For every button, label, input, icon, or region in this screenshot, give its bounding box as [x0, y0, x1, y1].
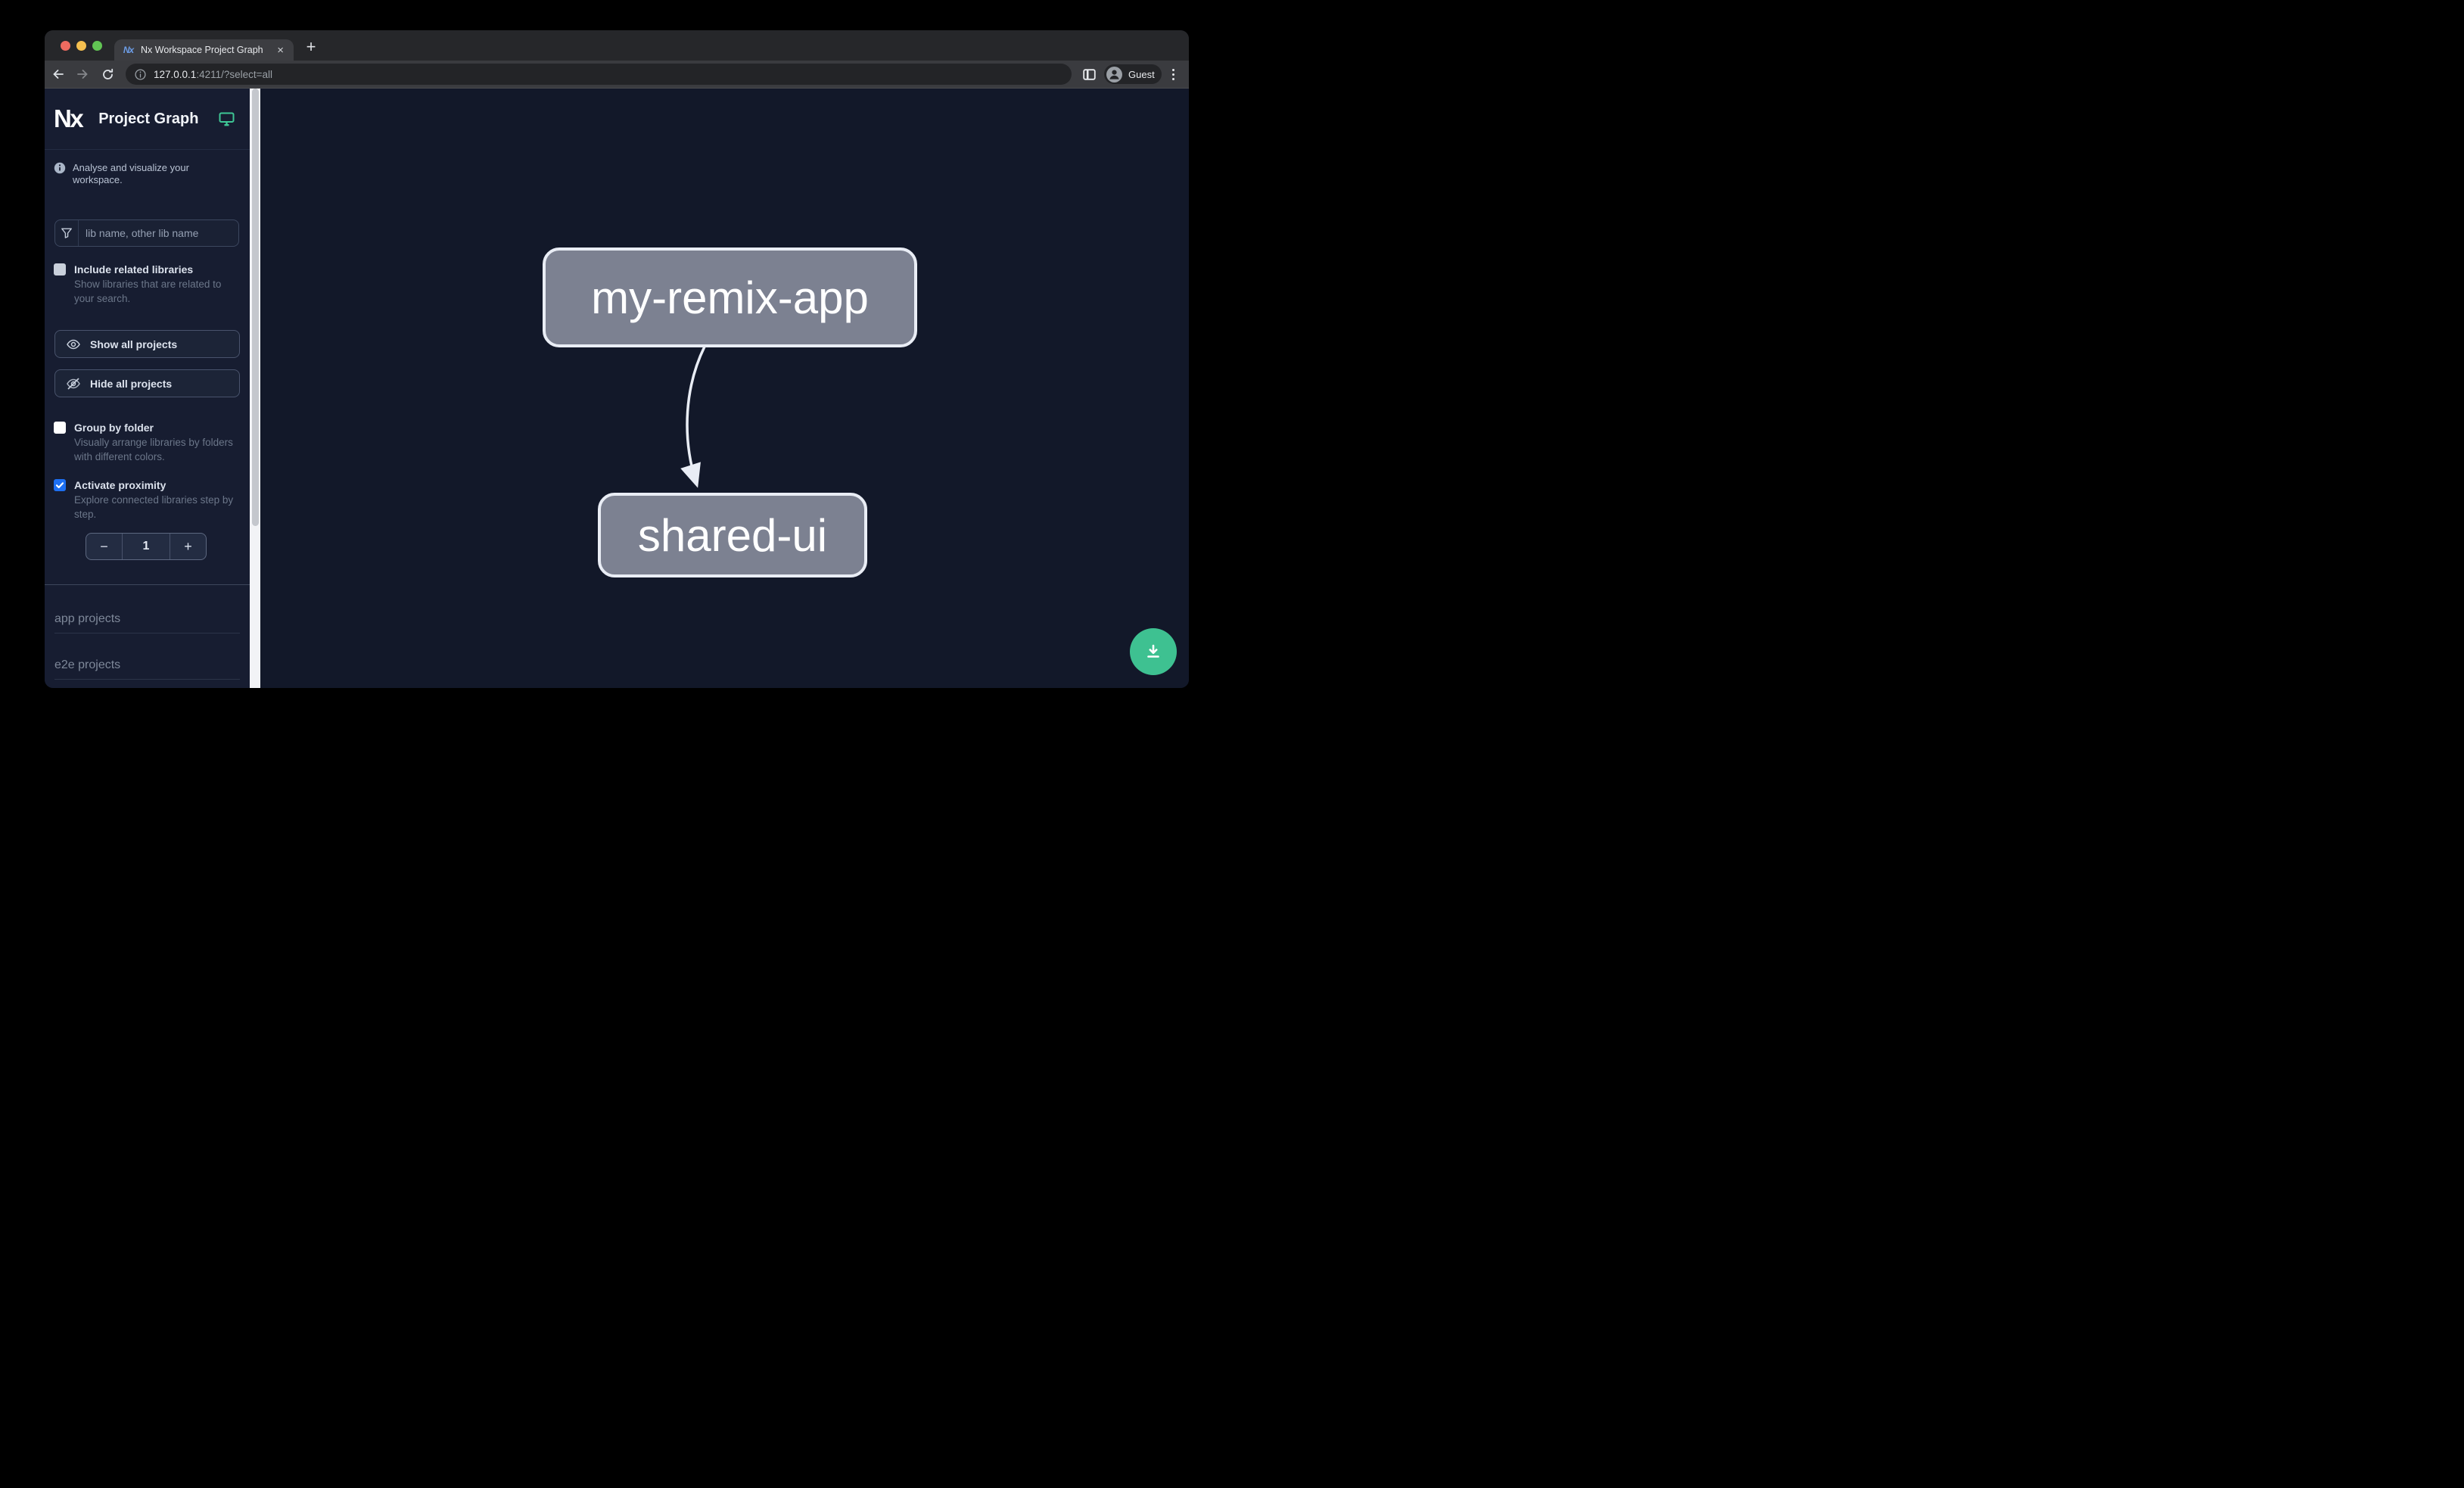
url-host: 127.0.0.1 — [154, 68, 197, 80]
group-by-folder-row: Group by folder Visually arrange librari… — [54, 420, 241, 464]
site-info-icon — [135, 68, 146, 80]
back-arrow-icon — [53, 70, 64, 79]
group-by-folder-checkbox[interactable] — [54, 422, 66, 434]
sidebar-scrollbar[interactable] — [250, 89, 260, 688]
group-by-folder-label[interactable]: Group by folder — [74, 422, 154, 434]
proximity-value: 1 — [122, 534, 170, 559]
section-heading-app-projects: app projects — [54, 612, 240, 633]
tagline-text: Analyse and visualize your workspace. — [73, 162, 189, 185]
funnel-icon — [55, 220, 79, 246]
show-all-projects-label: Show all projects — [90, 338, 178, 350]
tab-close-icon[interactable]: × — [277, 43, 284, 57]
url-path: :4211/?select=all — [196, 68, 273, 80]
info-icon — [54, 162, 66, 174]
reload-button[interactable] — [97, 64, 118, 85]
theme-monitor-icon[interactable] — [219, 112, 235, 126]
eye-icon — [67, 339, 80, 349]
avatar-icon — [1106, 66, 1122, 82]
group-by-folder-description: Visually arrange libraries by folders wi… — [74, 437, 233, 462]
eye-off-icon — [67, 378, 80, 389]
hide-all-projects-button[interactable]: Hide all projects — [54, 369, 240, 397]
forward-arrow-icon — [77, 70, 88, 79]
profile-label: Guest — [1128, 68, 1155, 80]
browser-tab[interactable]: Nx Nx Workspace Project Graph × — [114, 39, 294, 61]
download-image-button[interactable] — [1130, 628, 1177, 675]
activate-proximity-description: Explore connected libraries step by step… — [74, 494, 234, 520]
nx-favicon-icon: Nx — [123, 45, 134, 55]
back-button[interactable] — [48, 64, 69, 85]
include-related-row: Include related libraries Show libraries… — [54, 262, 241, 306]
sidebar-section-divider — [45, 584, 250, 585]
address-bar[interactable]: 127.0.0.1:4211/?select=all — [126, 64, 1072, 85]
browser-window: Nx Nx Workspace Project Graph × + 127.0.… — [45, 30, 1189, 688]
browser-toolbar: 127.0.0.1:4211/?select=all Guest — [45, 61, 1189, 89]
activate-proximity-label[interactable]: Activate proximity — [74, 479, 166, 491]
close-window-button[interactable] — [61, 41, 70, 51]
show-all-projects-button[interactable]: Show all projects — [54, 330, 240, 358]
url-text: 127.0.0.1:4211/?select=all — [154, 69, 272, 80]
proximity-increment-button[interactable]: + — [184, 538, 192, 554]
sidebar: Nx Project Graph Analyse and visualize y… — [45, 89, 250, 688]
traffic-lights — [61, 41, 102, 51]
nx-logo: Nx — [54, 104, 84, 132]
tab-title: Nx Workspace Project Graph — [141, 45, 263, 55]
minimize-window-button[interactable] — [76, 41, 86, 51]
activate-proximity-row: Activate proximity Explore connected lib… — [54, 478, 241, 521]
side-panel-icon — [1082, 68, 1096, 80]
tagline-row: Analyse and visualize your workspace. — [54, 162, 241, 186]
browser-menu-button[interactable] — [1162, 64, 1184, 85]
filter-input[interactable] — [79, 220, 238, 246]
include-related-description: Show libraries that are related to your … — [74, 279, 222, 304]
graph-canvas[interactable]: my-remix-app shared-ui — [260, 89, 1189, 688]
include-related-label[interactable]: Include related libraries — [74, 263, 194, 275]
sidebar-scrollbar-thumb[interactable] — [251, 89, 259, 526]
graph-node-shared-ui[interactable]: shared-ui — [598, 493, 867, 577]
hide-all-projects-label: Hide all projects — [90, 377, 173, 390]
tab-strip: Nx Nx Workspace Project Graph × + — [45, 30, 1189, 61]
activate-proximity-checkbox[interactable] — [54, 479, 66, 491]
side-panel-button[interactable] — [1078, 64, 1100, 85]
app-content: Nx Project Graph Analyse and visualize y… — [45, 89, 1189, 688]
download-icon — [1147, 644, 1159, 658]
profile-button[interactable]: Guest — [1104, 64, 1162, 84]
graph-node-my-remix-app[interactable]: my-remix-app — [543, 247, 917, 347]
reload-icon — [102, 68, 113, 79]
proximity-decrement-button[interactable]: − — [100, 538, 108, 554]
zoom-window-button[interactable] — [92, 41, 102, 51]
forward-button[interactable] — [72, 64, 93, 85]
new-tab-button[interactable]: + — [306, 37, 316, 56]
sidebar-header: Nx Project Graph — [45, 89, 250, 150]
proximity-stepper: − 1 + — [86, 533, 207, 560]
page-title: Project Graph — [98, 110, 199, 127]
section-heading-e2e-projects: e2e projects — [54, 658, 240, 680]
filter-box — [54, 219, 239, 247]
edge-my-remix-app-to-shared-ui — [680, 346, 706, 488]
include-related-checkbox[interactable] — [54, 263, 66, 275]
